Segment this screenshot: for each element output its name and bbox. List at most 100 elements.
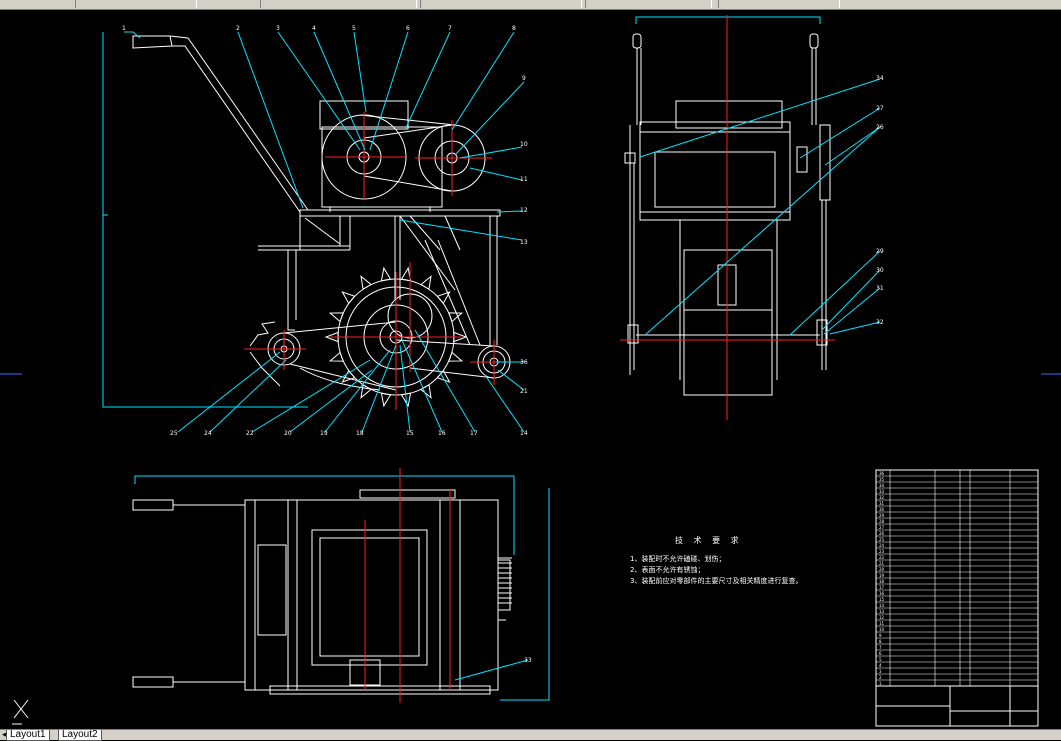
- bom-row-number: 21: [879, 561, 885, 566]
- balloon-label: 33: [524, 657, 532, 664]
- balloon-label: 12: [520, 207, 528, 214]
- gear-tooth: [380, 266, 392, 282]
- bom-row-number: 15: [879, 597, 885, 602]
- bom-row-number: 2: [879, 675, 882, 680]
- balloon-label: 19: [320, 430, 328, 437]
- toolbar-field-5[interactable]: [718, 0, 840, 8]
- bom-row-number: 3: [879, 669, 882, 674]
- bom-row-number: 30: [879, 507, 885, 512]
- balloon-label: 7: [448, 25, 452, 32]
- bom-row-number: 18: [879, 579, 885, 584]
- toolbar-field-3[interactable]: [420, 0, 582, 8]
- bom-row-number: 4: [879, 663, 882, 668]
- balloon-label: 13: [520, 239, 528, 246]
- gear-tooth: [420, 275, 432, 291]
- balloon-label: 5: [352, 25, 356, 32]
- bom-row-number: 17: [879, 585, 885, 590]
- gear-tooth: [448, 351, 464, 362]
- balloon-label: 20: [284, 430, 292, 437]
- bom-row-number: 8: [879, 639, 882, 644]
- balloon-label: 31: [876, 285, 884, 292]
- bom-row-number: 24: [879, 543, 885, 548]
- tech-item-2: 2、表面不允许有锈蚀；: [630, 566, 705, 574]
- bom-row-number: 13: [879, 609, 885, 614]
- balloon-label: 29: [876, 248, 884, 255]
- bom-row-number: 14: [879, 603, 885, 608]
- balloon-label: 22: [246, 430, 254, 437]
- bom-row-number: 25: [879, 537, 885, 542]
- balloon-label: 4: [312, 25, 316, 32]
- balloon-label: 17: [470, 430, 478, 437]
- bom-row-number: 36: [879, 471, 885, 476]
- balloon-label: 26: [876, 124, 884, 131]
- bom-row-number: 11: [879, 621, 885, 626]
- layout-tab-bar: ◂ Layout1 Layout2: [0, 729, 1061, 741]
- bom-row-number: 31: [879, 501, 885, 506]
- balloon-label: 2: [236, 25, 240, 32]
- gear-tooth: [328, 312, 344, 323]
- balloon-label: 30: [876, 267, 884, 274]
- gear-tooth: [436, 291, 451, 305]
- bom-row-number: 34: [879, 483, 885, 488]
- balloon-label: 6: [406, 25, 410, 32]
- balloon-label: 9: [522, 75, 526, 82]
- tab-layout2[interactable]: Layout2: [58, 730, 102, 741]
- balloon-label: 15: [406, 430, 414, 437]
- bom-row-number: 10: [879, 627, 885, 632]
- gear-tooth: [341, 291, 356, 305]
- ucs-icon: [12, 699, 29, 725]
- bom-row-number: 32: [879, 495, 885, 500]
- bom-row-number: 6: [879, 651, 882, 656]
- balloon-label: 24: [204, 430, 212, 437]
- balloon-label: 8: [512, 25, 516, 32]
- bom-row-number: 23: [879, 549, 885, 554]
- bom-table: [875, 469, 1039, 727]
- gear-tooth: [341, 369, 356, 383]
- toolbar-field-1[interactable]: [75, 0, 197, 8]
- gear-tooth: [360, 275, 372, 291]
- balloon-label: 25: [170, 430, 178, 437]
- tech-item-1: 1、装配时不允许磕碰、划伤；: [630, 555, 726, 563]
- bom-row-number: 33: [879, 489, 885, 494]
- bom-row-number: 7: [879, 645, 882, 650]
- bom-row-number: 5: [879, 657, 882, 662]
- toolbar-field-2[interactable]: [260, 0, 417, 8]
- balloon-label: 32: [876, 319, 884, 326]
- front-view: [620, 15, 881, 420]
- bom-row-number: 9: [879, 633, 882, 638]
- balloon-label: 16: [438, 430, 446, 437]
- balloon-label: 34: [876, 75, 884, 82]
- gear-tooth: [360, 383, 372, 399]
- balloon-label: 36: [520, 359, 528, 366]
- top-view: [132, 468, 550, 703]
- bom-row-number: 28: [879, 519, 885, 524]
- drawing-canvas[interactable]: 3635343332313029282726252423222120191817…: [0, 9, 1061, 729]
- bom-row-number: 20: [879, 567, 885, 572]
- gear-tooth: [400, 266, 412, 282]
- gear-tooth: [448, 312, 464, 323]
- balloon-label: 11: [520, 176, 528, 183]
- gear-tooth: [380, 392, 392, 408]
- toolbar-field-4[interactable]: [585, 0, 712, 8]
- tech-item-3: 3、装配前应对零部件的主要尺寸及相关精度进行复查。: [630, 577, 803, 585]
- gear-tooth: [328, 351, 344, 362]
- balloon-label: 18: [356, 430, 364, 437]
- balloon-label: 21: [520, 388, 528, 395]
- balloon-label: 27: [876, 105, 884, 112]
- bom-row-number: 35: [879, 477, 885, 482]
- side-view: [102, 31, 525, 433]
- bom-row-number: 27: [879, 525, 885, 530]
- tech-title: 技 术 要 求: [675, 536, 743, 545]
- tab-layout1[interactable]: Layout1: [6, 730, 50, 741]
- bom-row-number: 29: [879, 513, 885, 518]
- balloon-label: 14: [520, 430, 528, 437]
- bom-row-number: 12: [879, 615, 885, 620]
- bom-row-number: 22: [879, 555, 885, 560]
- gear-tooth: [420, 383, 432, 399]
- balloon-label: 3: [276, 25, 280, 32]
- bom-row-number: 1: [879, 681, 882, 686]
- balloon-label: 10: [520, 141, 528, 148]
- bom-row-number: 16: [879, 591, 885, 596]
- bom-row-number: 19: [879, 573, 885, 578]
- balloon-label: 1: [122, 25, 126, 32]
